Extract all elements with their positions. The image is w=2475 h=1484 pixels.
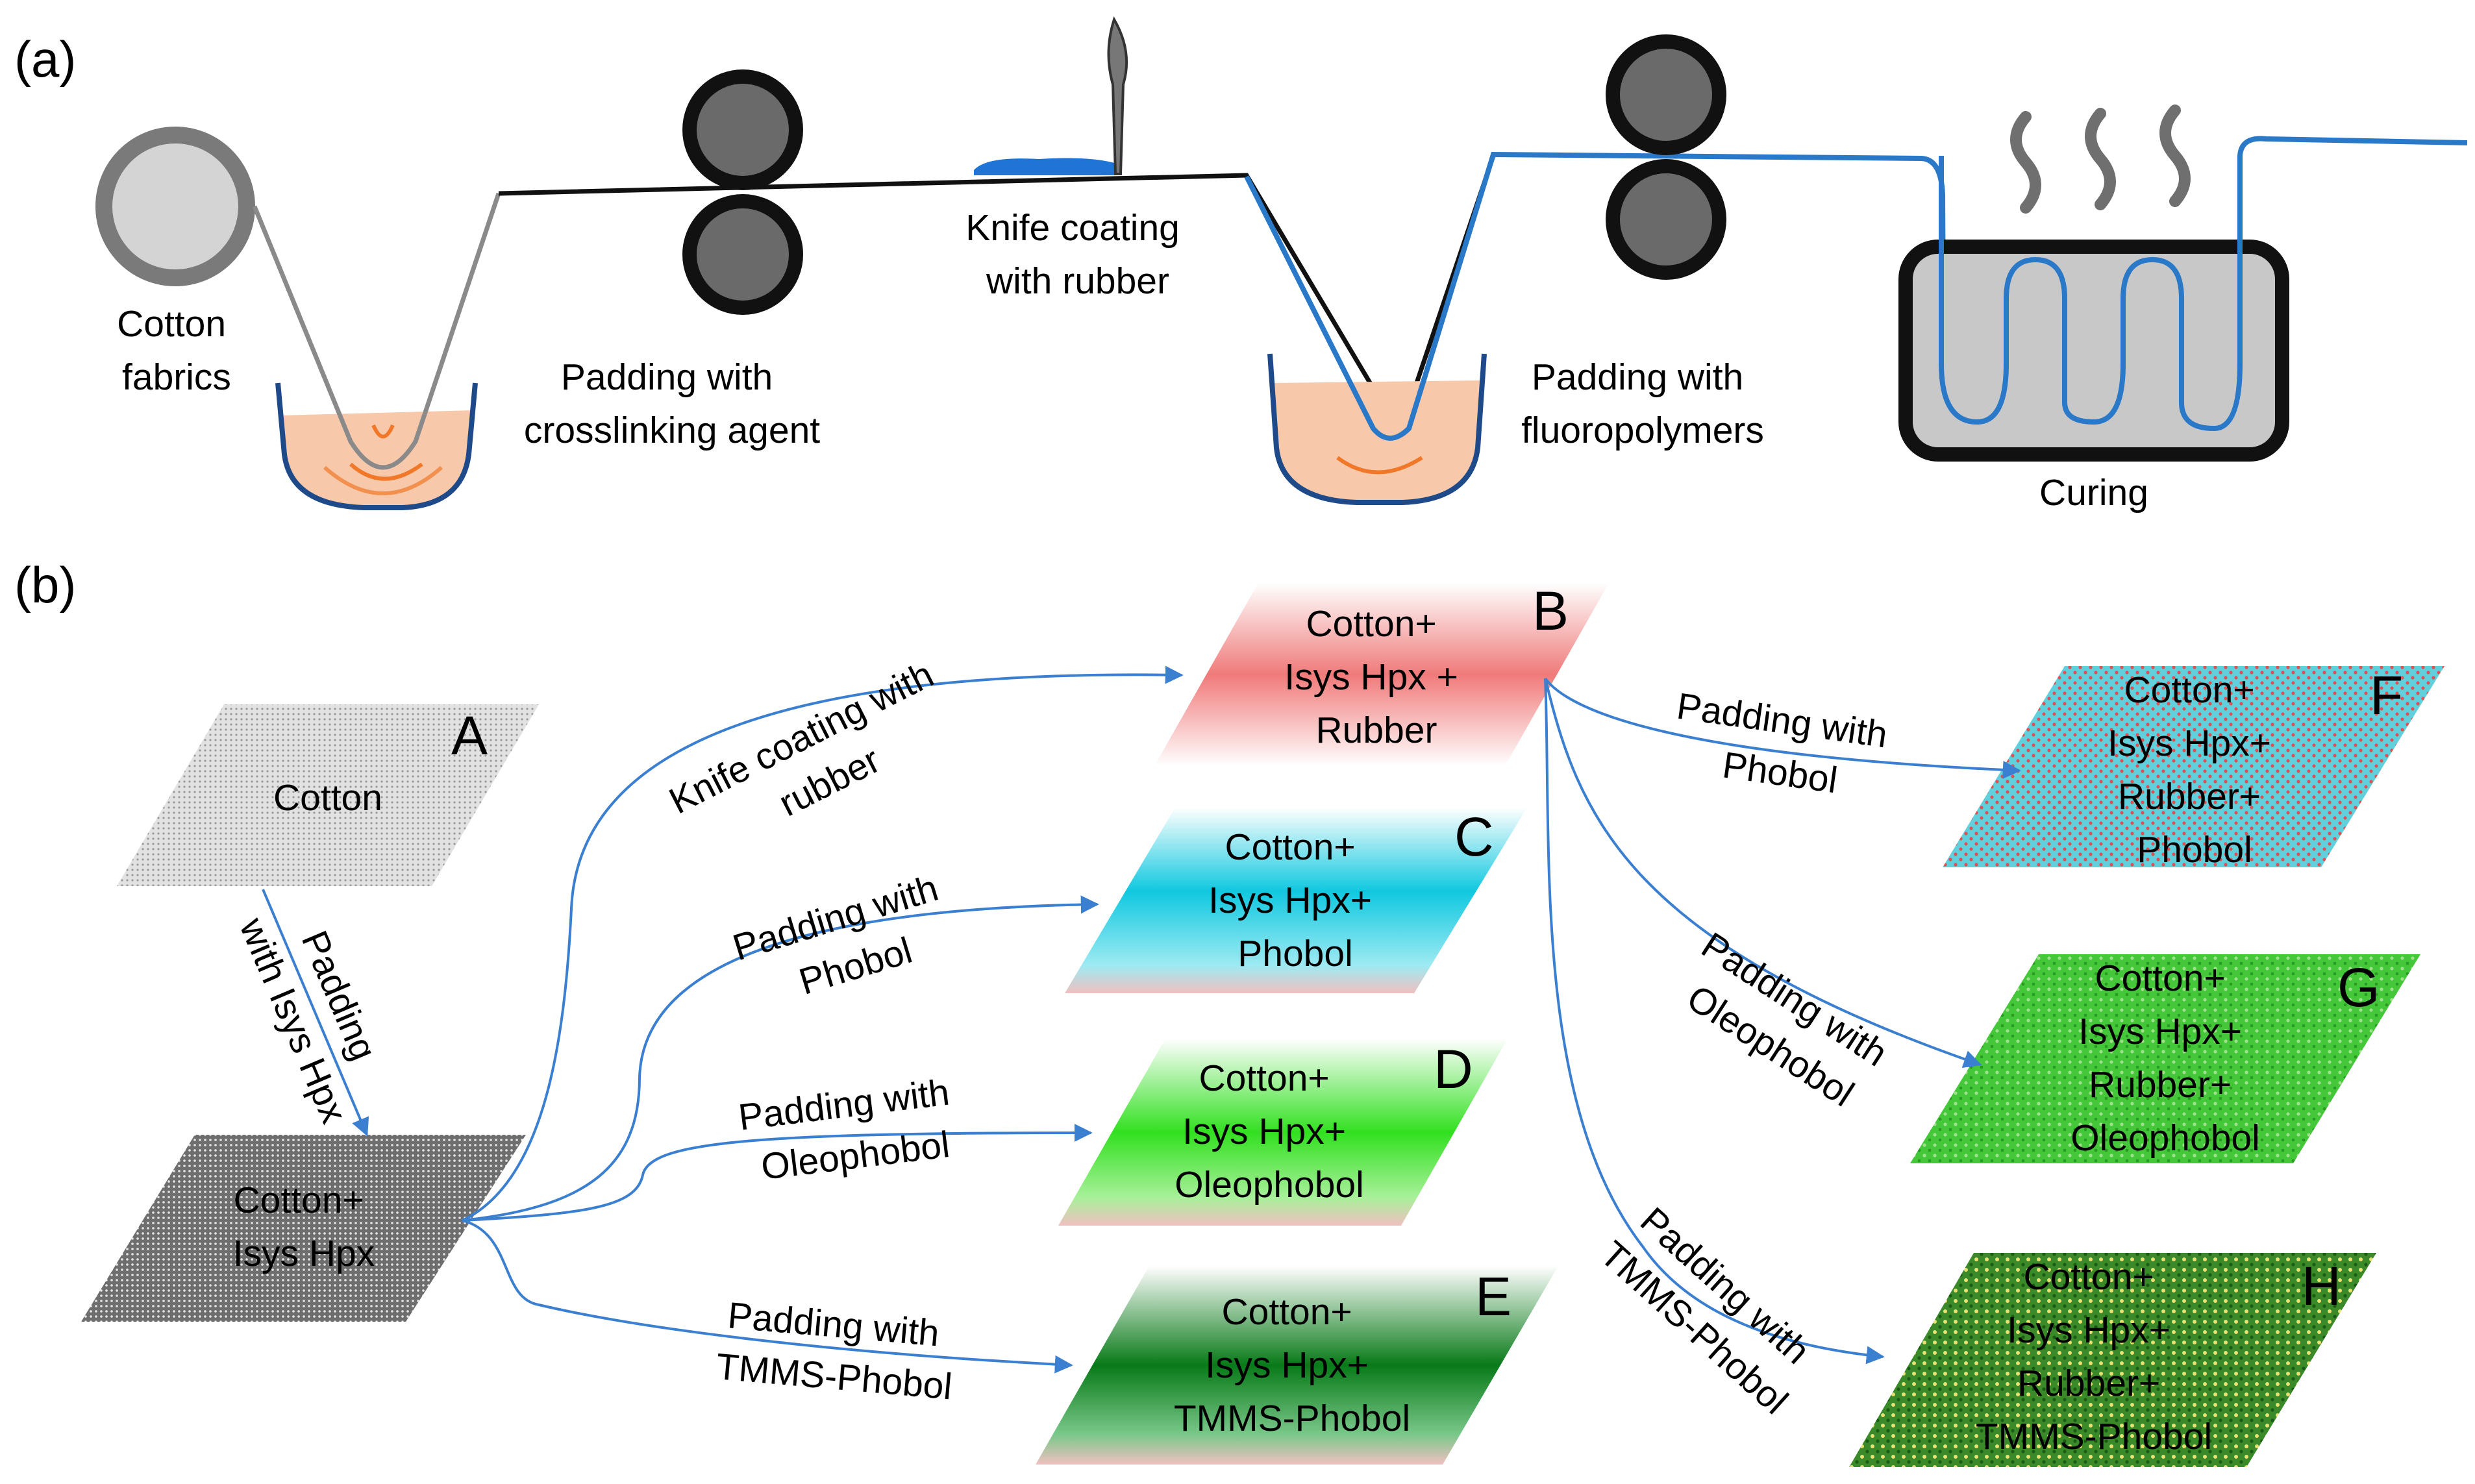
edge-A2-to-B	[462, 665, 1184, 1222]
knife-label: Knife coating with rubber	[965, 207, 1189, 302]
fabric-path-raw	[252, 192, 501, 470]
knife-icon	[1107, 16, 1128, 175]
cotton-roll	[95, 127, 255, 286]
node-E: E Cotton+ Isys Hpx+ TMMS-Phobol	[1036, 1266, 1558, 1465]
node-B-letter: B	[1532, 580, 1569, 641]
roller-1-bottom	[682, 194, 803, 315]
edge-A2-to-C	[462, 895, 1099, 1222]
node-C-text: Cotton+ Isys Hpx+ Phobol	[1208, 826, 1382, 974]
edge-label-to-E: Padding with TMMS-Phobol	[714, 1294, 958, 1407]
node-B-text: Cotton+ Isys Hpx + Rubber	[1284, 603, 1469, 751]
node-A2-text: Cotton+ Isys Hpx	[233, 1180, 375, 1274]
node-F-letter: F	[2370, 665, 2403, 726]
edge-label-to-D: Padding with Oleophobol	[736, 1070, 968, 1191]
cotton-fabrics-label: Cotton fabrics	[117, 303, 236, 398]
node-A: A Cotton	[117, 704, 539, 886]
edge-A2-to-E	[462, 1219, 1073, 1374]
node-H-letter: H	[2302, 1255, 2341, 1317]
edge-B-to-G	[1544, 678, 1982, 1068]
heat-waves-icon	[2010, 105, 2191, 214]
edge-label-A-A2: Padding with Isys Hpx	[231, 891, 403, 1129]
node-D: D Cotton+ Isys Hpx+ Oleophobol	[1058, 1039, 1508, 1226]
node-G: G Cotton+ Isys Hpx+ Rubber+ Oleophobol	[1910, 954, 2420, 1163]
node-F-text: Cotton+ Isys Hpx+ Rubber+ Phobol	[2108, 669, 2282, 871]
bath-2	[1267, 353, 1487, 505]
node-G-text: Cotton+ Isys Hpx+ Rubber+ Oleophobol	[2071, 958, 2260, 1159]
edge-A2-to-D	[462, 1124, 1093, 1222]
node-E-text: Cotton+ Isys Hpx+ TMMS-Phobol	[1174, 1291, 1410, 1439]
edge-A-to-A2	[262, 889, 369, 1137]
edge-B-to-F	[1544, 677, 2021, 779]
node-G-letter: G	[2337, 957, 2380, 1018]
edge-label-to-C: Padding with Phobol	[728, 864, 967, 1019]
node-A-text: Cotton	[273, 777, 382, 819]
crosslink-label: Padding with crosslinking agent	[524, 356, 820, 451]
node-E-letter: E	[1475, 1266, 1511, 1327]
edge-label-to-G: Padding with Oleophobol	[1666, 924, 1903, 1124]
curing-label: Curing	[2039, 472, 2148, 513]
roller-1-top	[682, 69, 803, 190]
panel-b-label: (b)	[14, 556, 76, 613]
node-D-letter: D	[1434, 1039, 1473, 1100]
node-D-text: Cotton+ Isys Hpx+ Oleophobol	[1175, 1057, 1364, 1206]
edge-B-to-H	[1544, 678, 1885, 1365]
edge-label-to-F: Padding with Phobol	[1667, 686, 1900, 809]
edge-label-to-B: Knife coating with rubber	[663, 649, 973, 869]
rubber-blob	[974, 158, 1120, 175]
roller-2-top	[1606, 34, 1726, 155]
fluoro-label: Padding with fluoropolymers	[1521, 356, 1764, 451]
node-H: H Cotton+ Isys Hpx+ Rubber+ TMMS-Phobol	[1849, 1253, 2376, 1467]
panel-a-label: (a)	[14, 31, 76, 88]
node-A-letter: A	[451, 705, 488, 766]
roller-2-bottom	[1606, 159, 1726, 280]
panel-a: (a) Cotton fabrics Padding with crosslin…	[14, 16, 2468, 513]
node-C: C Cotton+ Isys Hpx+ Phobol	[1065, 806, 1527, 993]
panel-b: (b) A Cotton Cotton+ Isys Hpx B Cotton+ …	[14, 556, 2444, 1467]
node-C-letter: C	[1454, 806, 1494, 867]
node-F: F Cotton+ Isys Hpx+ Rubber+ Phobol	[1943, 665, 2444, 871]
oven-fabric-path	[1939, 136, 2468, 432]
edges	[262, 665, 2021, 1374]
node-A2: Cotton+ Isys Hpx	[81, 1135, 526, 1322]
node-H-text: Cotton+ Isys Hpx+ Rubber+ TMMS-Phobol	[1976, 1256, 2212, 1457]
node-B: B Cotton+ Isys Hpx + Rubber	[1154, 580, 1609, 766]
